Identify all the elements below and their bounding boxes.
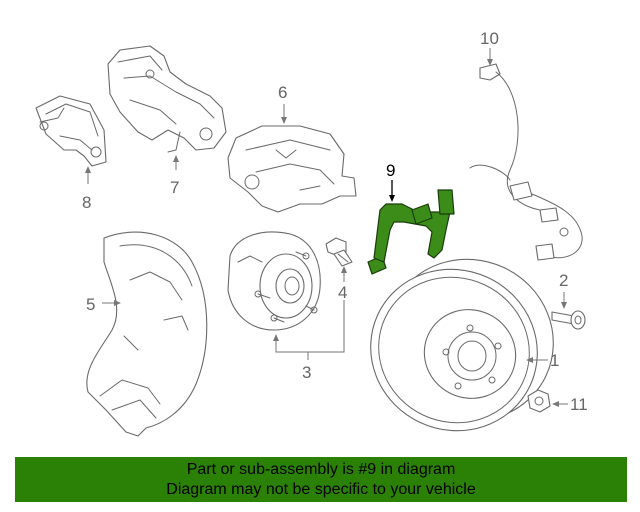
arrow-6 xyxy=(281,117,287,124)
callout-11: 11 xyxy=(570,395,588,414)
nut-part-11 xyxy=(527,389,551,413)
dust-shield-part-5 xyxy=(86,231,208,437)
hub-bearing-part-3 xyxy=(227,231,321,331)
caliper-bracket-part-7 xyxy=(107,45,227,153)
callout-4: 4 xyxy=(338,283,347,302)
banner-line-1: Part or sub-assembly is #9 in diagram xyxy=(186,460,456,478)
rotor-part-1 xyxy=(370,258,554,432)
callout-10: 10 xyxy=(480,29,499,48)
info-banner: Part or sub-assembly is #9 in diagram Di… xyxy=(15,457,627,502)
brake-hose-part-9 xyxy=(367,189,455,275)
arrow-9 xyxy=(389,195,395,202)
callout-7: 7 xyxy=(170,178,179,197)
arrow-5 xyxy=(114,300,121,306)
abs-sensor-part-10 xyxy=(469,63,583,261)
arrow-1 xyxy=(526,357,533,363)
arrow-4 xyxy=(341,266,347,273)
screw-part-2 xyxy=(551,310,586,330)
arrow-3 xyxy=(273,334,279,341)
bolt-part-4 xyxy=(325,237,353,267)
caliper-part-6 xyxy=(227,125,357,213)
callout-8: 8 xyxy=(82,193,91,212)
arrow-2 xyxy=(561,302,567,309)
banner-line-2: Diagram may not be specific to your vehi… xyxy=(166,480,476,498)
arrow-10 xyxy=(487,59,493,66)
callout-2: 2 xyxy=(559,271,568,290)
callout-1: 1 xyxy=(550,351,559,370)
arrow-11 xyxy=(552,401,559,407)
callout-6: 6 xyxy=(278,83,287,102)
callout-5: 5 xyxy=(86,295,95,314)
callout-9: 9 xyxy=(386,161,395,180)
arrow-7 xyxy=(173,155,179,162)
brake-pad-part-8 xyxy=(35,95,107,167)
arrow-8 xyxy=(85,166,91,173)
leader-3 xyxy=(275,300,345,353)
callout-3: 3 xyxy=(302,363,311,382)
